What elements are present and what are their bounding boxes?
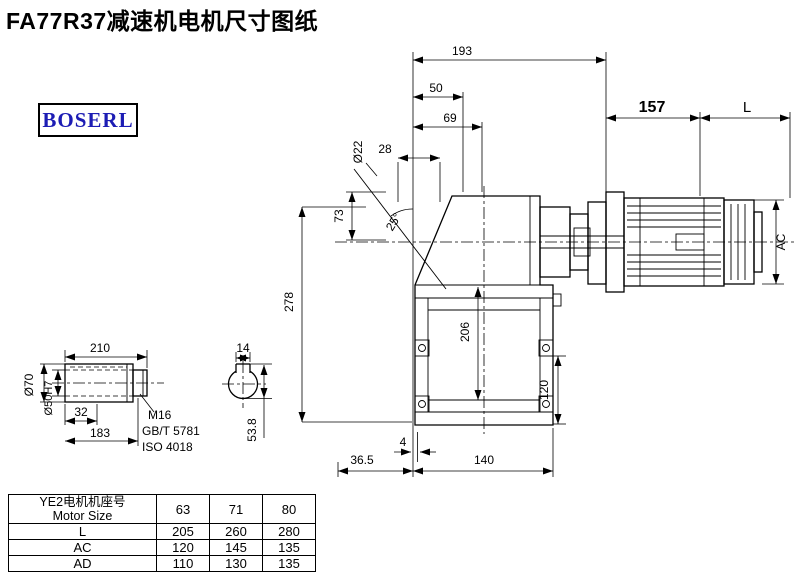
dimension-lines — [40, 56, 790, 475]
page-title: FA77R37减速机电机尺寸图纸 — [6, 8, 319, 34]
dim-69-label: 69 — [443, 111, 457, 125]
motor-size-table: YE2电机机座号 Motor Size 63 71 80 L 205 260 2… — [8, 494, 316, 572]
dim-193-label: 193 — [452, 44, 472, 58]
row-label-L: L — [8, 523, 157, 540]
dim-dia70-label: Ø70 — [22, 373, 36, 396]
dim-4-label: 4 — [400, 435, 407, 449]
table-row-AD: AD 110 130 135 — [8, 555, 316, 572]
frame-size-63: 63 — [156, 494, 210, 524]
table-header-row: YE2电机机座号 Motor Size 63 71 80 — [8, 494, 316, 524]
cell-AC-80: 135 — [262, 539, 316, 556]
dim-AC-label: AC — [774, 233, 788, 250]
input-adapter — [539, 201, 624, 285]
cell-AC-71: 145 — [209, 539, 263, 556]
header-en: Motor Size — [52, 509, 113, 523]
motor — [605, 191, 763, 293]
cell-AD-80: 135 — [262, 555, 316, 572]
output-shaft-detail — [64, 363, 155, 413]
header-cn: YE2电机机座号 — [39, 495, 126, 509]
dim-dia50h7-label: Ø50H7 — [43, 381, 55, 416]
dim-53-8-label: 53.8 — [245, 418, 259, 442]
dim-25deg-label: 25° — [383, 210, 405, 233]
row-label-AD: AD — [8, 555, 157, 572]
cell-L-63: 205 — [156, 523, 210, 540]
dim-32-label: 32 — [74, 405, 88, 419]
cell-AD-71: 130 — [209, 555, 263, 572]
thread-m16-label: M16 — [148, 408, 172, 422]
dim-183-label: 183 — [90, 426, 110, 440]
key-section-detail — [222, 361, 266, 408]
dim-278-label: 278 — [282, 292, 296, 312]
cell-AD-63: 110 — [156, 555, 210, 572]
centerlines — [52, 186, 796, 434]
frame-size-80: 80 — [262, 494, 316, 524]
cell-L-71: 260 — [209, 523, 263, 540]
brand-logo: BOSERL — [38, 103, 138, 137]
dim-dia22-label: Ø22 — [351, 140, 365, 163]
angle-reference — [353, 162, 447, 290]
dim-L-label: L — [743, 99, 751, 116]
row-label-AC: AC — [8, 539, 157, 556]
dim-73-label: 73 — [332, 209, 346, 223]
cell-L-80: 280 — [262, 523, 316, 540]
dim-14-label: 14 — [236, 341, 250, 355]
standard-gb-label: GB/T 5781 — [142, 424, 200, 438]
standard-iso-label: ISO 4018 — [142, 440, 193, 454]
dimension-labels: 193 50 69 28 Ø22 73 25° 278 157 L AC 206… — [22, 44, 788, 467]
table-row-AC: AC 120 145 135 — [8, 539, 316, 556]
dim-120-label: 120 — [537, 380, 551, 400]
dim-210-label: 210 — [90, 341, 110, 355]
frame-size-71: 71 — [209, 494, 263, 524]
dim-140-label: 140 — [474, 453, 494, 467]
dim-157-label: 157 — [639, 99, 666, 116]
dim-36-5-label: 36.5 — [350, 453, 374, 467]
table-header-motor-size: YE2电机机座号 Motor Size — [8, 494, 157, 524]
dim-50-label: 50 — [429, 81, 443, 95]
table-row-L: L 205 260 280 — [8, 523, 316, 540]
dim-206-label: 206 — [458, 322, 472, 342]
cell-AC-63: 120 — [156, 539, 210, 556]
extension-lines — [40, 52, 791, 477]
dim-28-label: 28 — [378, 142, 392, 156]
brand-logo-text: BOSERL — [42, 107, 134, 132]
